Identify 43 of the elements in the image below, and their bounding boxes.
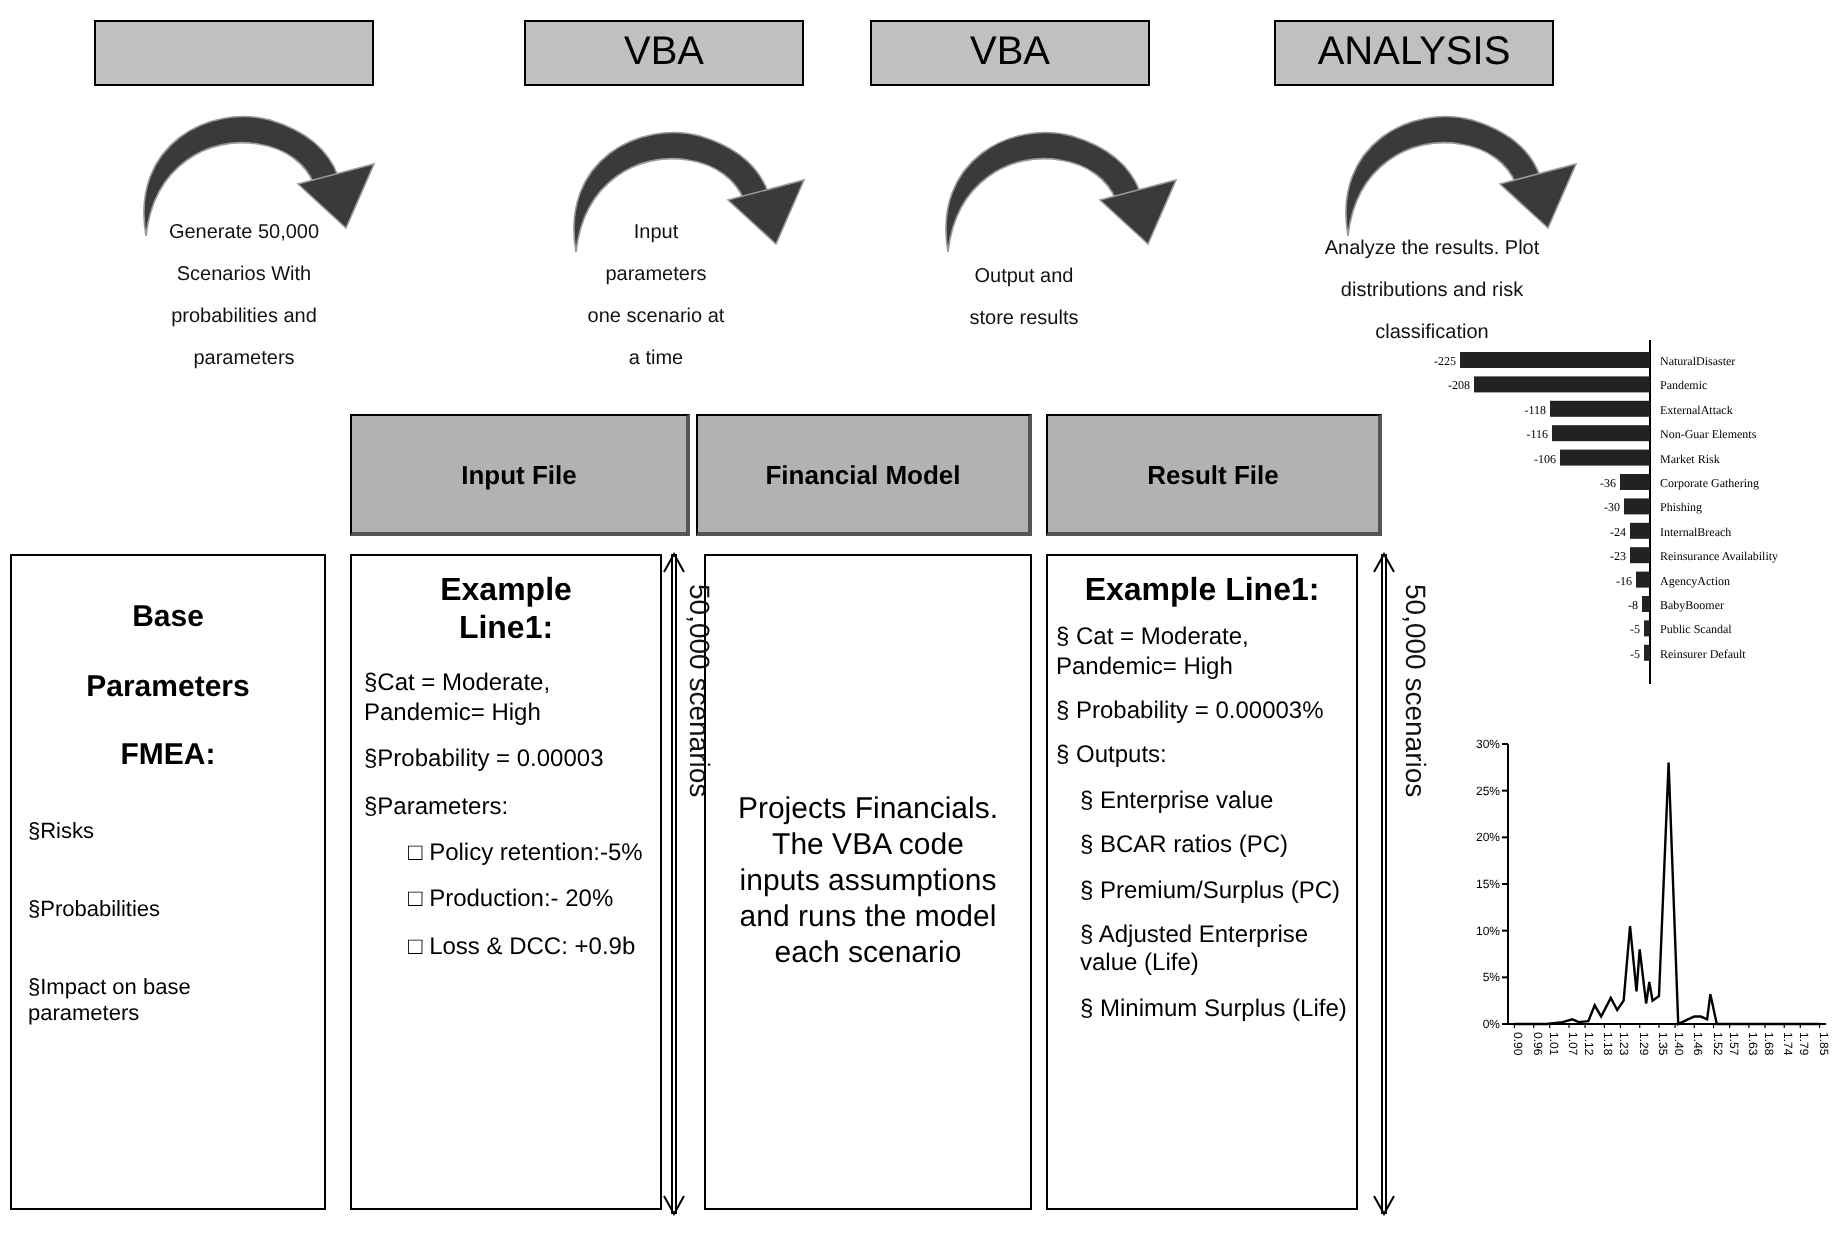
header-title: ANALYSIS	[1317, 30, 1511, 76]
bullet-text: § Cat = Moderate, Pandemic= High	[1056, 622, 1251, 680]
bullet-text: §Impact on base parameters	[28, 975, 193, 1029]
card-heading: Base Parameters FMEA:	[84, 598, 252, 776]
bullet-text: § Probability = 0.00003%	[1056, 695, 1326, 725]
card-heading: Example Line1:	[1084, 572, 1320, 611]
text-card	[10, 554, 326, 1210]
bullet-text: §Risks	[28, 819, 97, 846]
step-caption: Input parameters one scenario at a time	[586, 220, 726, 374]
card-text: Projects Financials. The VBA code inputs assumptions and runs the model each scenario	[735, 792, 1001, 972]
bullet-text: □ Production:- 20%	[406, 884, 616, 914]
bullet-text: §Probability = 0.00003	[364, 744, 606, 774]
header-title: VBA	[969, 30, 1051, 76]
bullet-text: §Cat = Moderate, Pandemic= High	[364, 668, 553, 727]
section-header	[350, 414, 690, 536]
section-header	[696, 414, 1032, 536]
header-box	[1274, 20, 1554, 86]
bullet-text: §Probabilities	[28, 897, 163, 924]
bullet-text: § Premium/Surplus (PC)	[1078, 875, 1343, 904]
header-box	[94, 20, 374, 86]
card-heading: Example Line1:	[438, 572, 574, 649]
step-caption: Generate 50,000 Scenarios With probabilities and parameters	[166, 220, 322, 374]
step-caption: Analyze the results. Plot distributions and risk classification	[1322, 236, 1542, 348]
bullet-text: § Enterprise value	[1078, 785, 1276, 815]
text-card	[1046, 554, 1358, 1210]
step-caption: Output and store results	[967, 264, 1081, 334]
bullet-text: § Adjusted Enterprise value (Life)	[1078, 919, 1311, 978]
section-title: Financial Model	[765, 459, 961, 489]
bullet-text: § Minimum Surplus (Life)	[1078, 993, 1348, 1023]
dimension-label: 50,000 scenarios	[684, 584, 716, 798]
bullet-text: □ Loss & DCC: +0.9b	[406, 931, 638, 961]
section-title: Input File	[461, 459, 577, 489]
header-title: VBA	[623, 30, 705, 76]
section-header	[1046, 414, 1382, 536]
bullet-text: §Parameters:	[364, 791, 511, 820]
header-box	[870, 20, 1150, 86]
bullet-text: § BCAR ratios (PC)	[1078, 830, 1291, 860]
header-box	[524, 20, 804, 86]
bullet-text: □ Policy retention:-5%	[406, 837, 645, 867]
section-title: Result File	[1147, 459, 1279, 489]
dimension-label: 50,000 scenarios	[1400, 584, 1432, 798]
text-card	[350, 554, 662, 1210]
bullet-text: § Outputs:	[1056, 740, 1169, 770]
